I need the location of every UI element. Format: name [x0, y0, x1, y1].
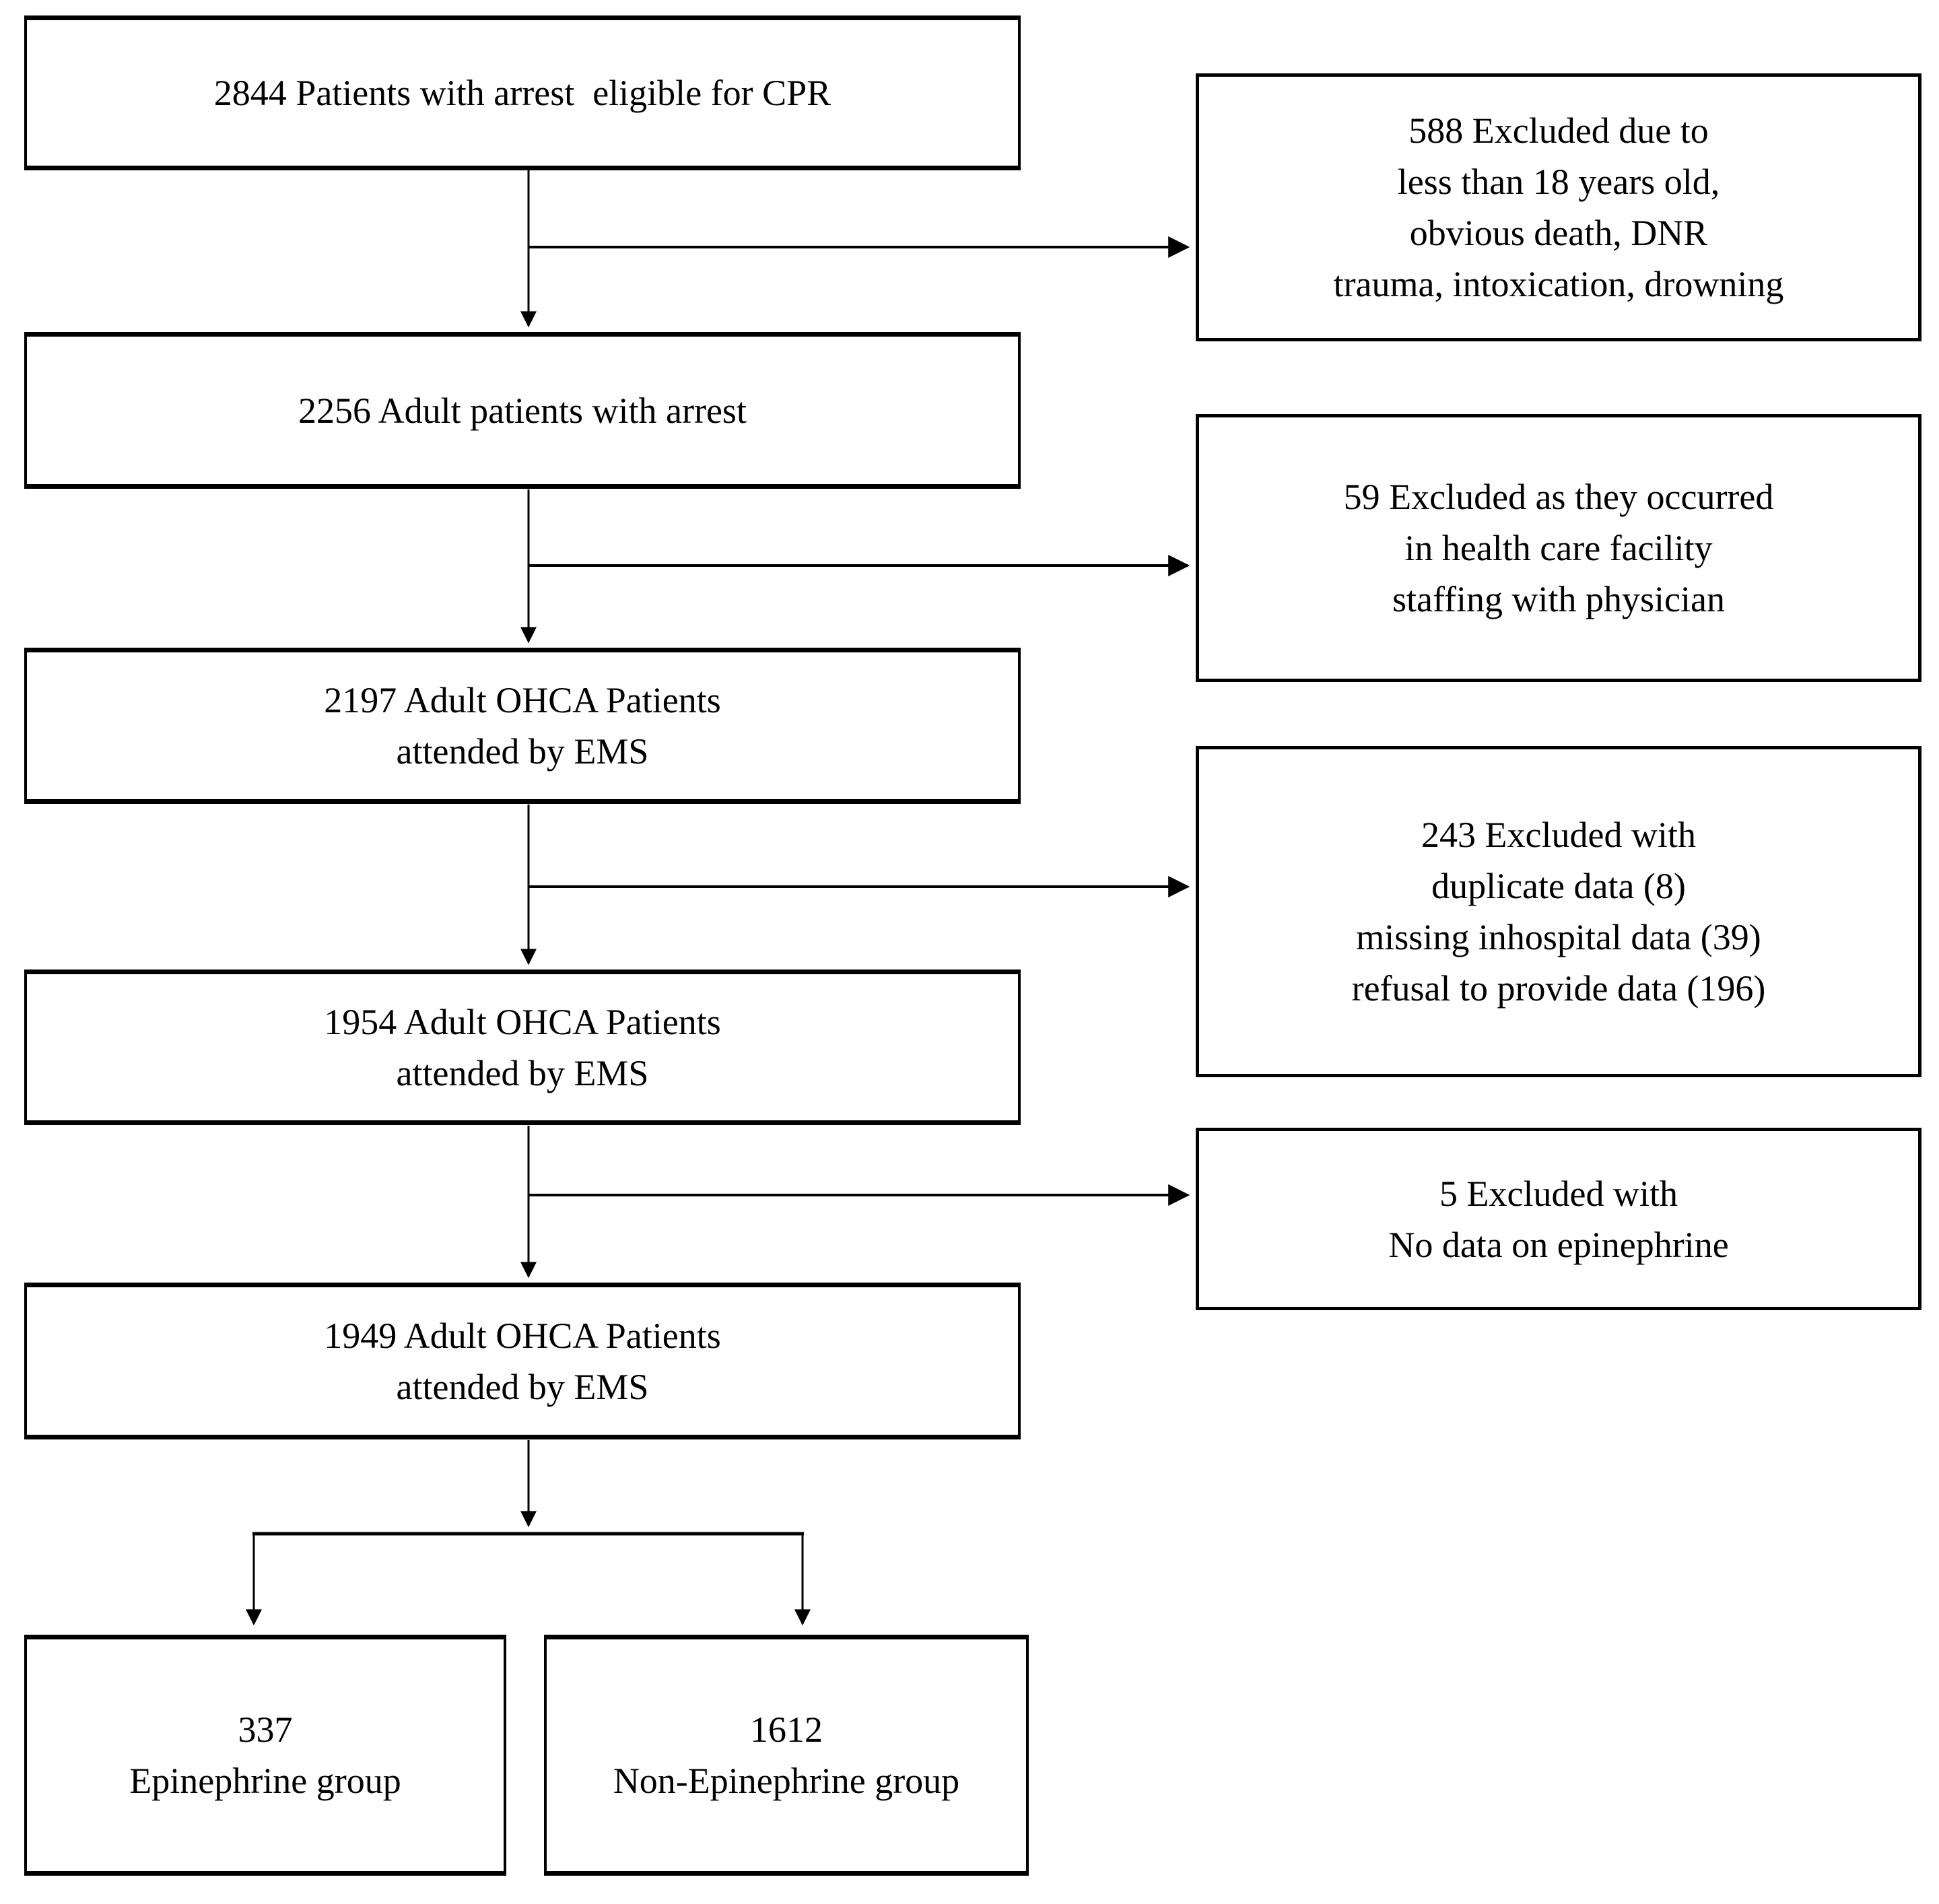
- box-text-line: attended by EMS: [396, 1052, 649, 1093]
- box-text-line: duplicate data (8): [1431, 866, 1686, 906]
- box-epinephrine-group: 337 Epinephrine group: [24, 1635, 506, 1876]
- box-eligible-cpr: 2844 Patients with arrest eligible for C…: [24, 15, 1021, 170]
- box-text-line: 5 Excluded with: [1439, 1173, 1678, 1214]
- box-text-line: 588 Excluded due to: [1408, 110, 1709, 151]
- box-excluded-588: 588 Excluded due to less than 18 years o…: [1196, 73, 1921, 341]
- box-text-line: attended by EMS: [396, 1366, 649, 1407]
- box-text-line: missing inhospital data (39): [1356, 917, 1761, 957]
- box-adult-arrest: 2256 Adult patients with arrest: [24, 332, 1021, 489]
- box-text-line: staffing with physician: [1392, 579, 1725, 619]
- box-text-line: 1954 Adult OHCA Patients: [324, 1001, 721, 1042]
- box-text-line: 1612: [750, 1709, 823, 1750]
- box-text-line: attended by EMS: [396, 731, 649, 772]
- box-text-line: trauma, intoxication, drowning: [1333, 264, 1784, 304]
- box-text-line: 1949 Adult OHCA Patients: [324, 1315, 721, 1356]
- box-text-line: 59 Excluded as they occurred: [1343, 477, 1774, 517]
- box-excluded-59: 59 Excluded as they occurred in health c…: [1196, 414, 1921, 682]
- box-text-line: refusal to provide data (196): [1351, 968, 1766, 1009]
- box-text-line: less than 18 years old,: [1397, 162, 1720, 202]
- box-text-line: 2256 Adult patients with arrest: [298, 390, 747, 431]
- box-text-line: Epinephrine group: [129, 1761, 401, 1801]
- box-ohca-2197: 2197 Adult OHCA Patients attended by EMS: [24, 648, 1021, 804]
- box-text-line: 2844 Patients with arrest eligible for C…: [213, 73, 831, 113]
- box-text-line: 337: [238, 1709, 293, 1750]
- box-text-line: obvious death, DNR: [1409, 213, 1708, 253]
- box-excluded-243: 243 Excluded with duplicate data (8) mis…: [1196, 746, 1921, 1077]
- box-text-line: 2197 Adult OHCA Patients: [324, 680, 721, 720]
- box-text-line: in health care facility: [1404, 528, 1713, 568]
- box-text-line: 243 Excluded with: [1421, 815, 1696, 855]
- box-excluded-5: 5 Excluded with No data on epinephrine: [1196, 1128, 1921, 1310]
- box-ohca-1949: 1949 Adult OHCA Patients attended by EMS: [24, 1283, 1021, 1439]
- box-text-line: Non-Epinephrine group: [613, 1761, 960, 1801]
- box-text-line: No data on epinephrine: [1388, 1224, 1729, 1265]
- box-ohca-1954: 1954 Adult OHCA Patients attended by EMS: [24, 970, 1021, 1125]
- box-non-epinephrine-group: 1612 Non-Epinephrine group: [544, 1635, 1029, 1876]
